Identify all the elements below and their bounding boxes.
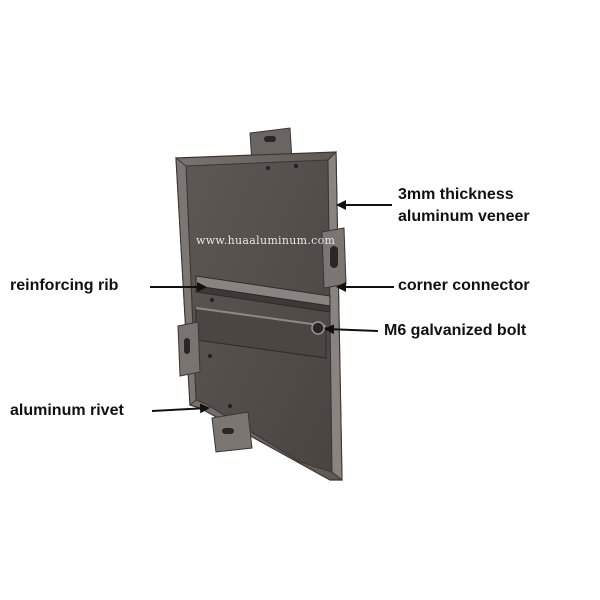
arrow-rivet: [151, 403, 210, 414]
label-rivet: aluminum rivet: [10, 402, 124, 419]
bolt-shape: [311, 321, 325, 335]
label-veneer-line2: aluminum veneer: [398, 208, 530, 225]
reinforcing-rib-shape: [195, 275, 331, 359]
arrow-bolt: [324, 324, 379, 335]
bottom-bracket: [211, 411, 253, 453]
rivets: [208, 164, 298, 408]
label-bolt: M6 galvanized bolt: [384, 322, 527, 339]
watermark-text: www.huaaluminum.com: [196, 234, 336, 247]
corner-connector-shape: [321, 227, 347, 289]
label-corner-connector: corner connector: [398, 277, 530, 294]
label-veneer-line1: 3mm thickness: [398, 186, 514, 203]
left-bracket: [177, 321, 201, 377]
label-reinforcing-rib: reinforcing rib: [10, 277, 119, 294]
